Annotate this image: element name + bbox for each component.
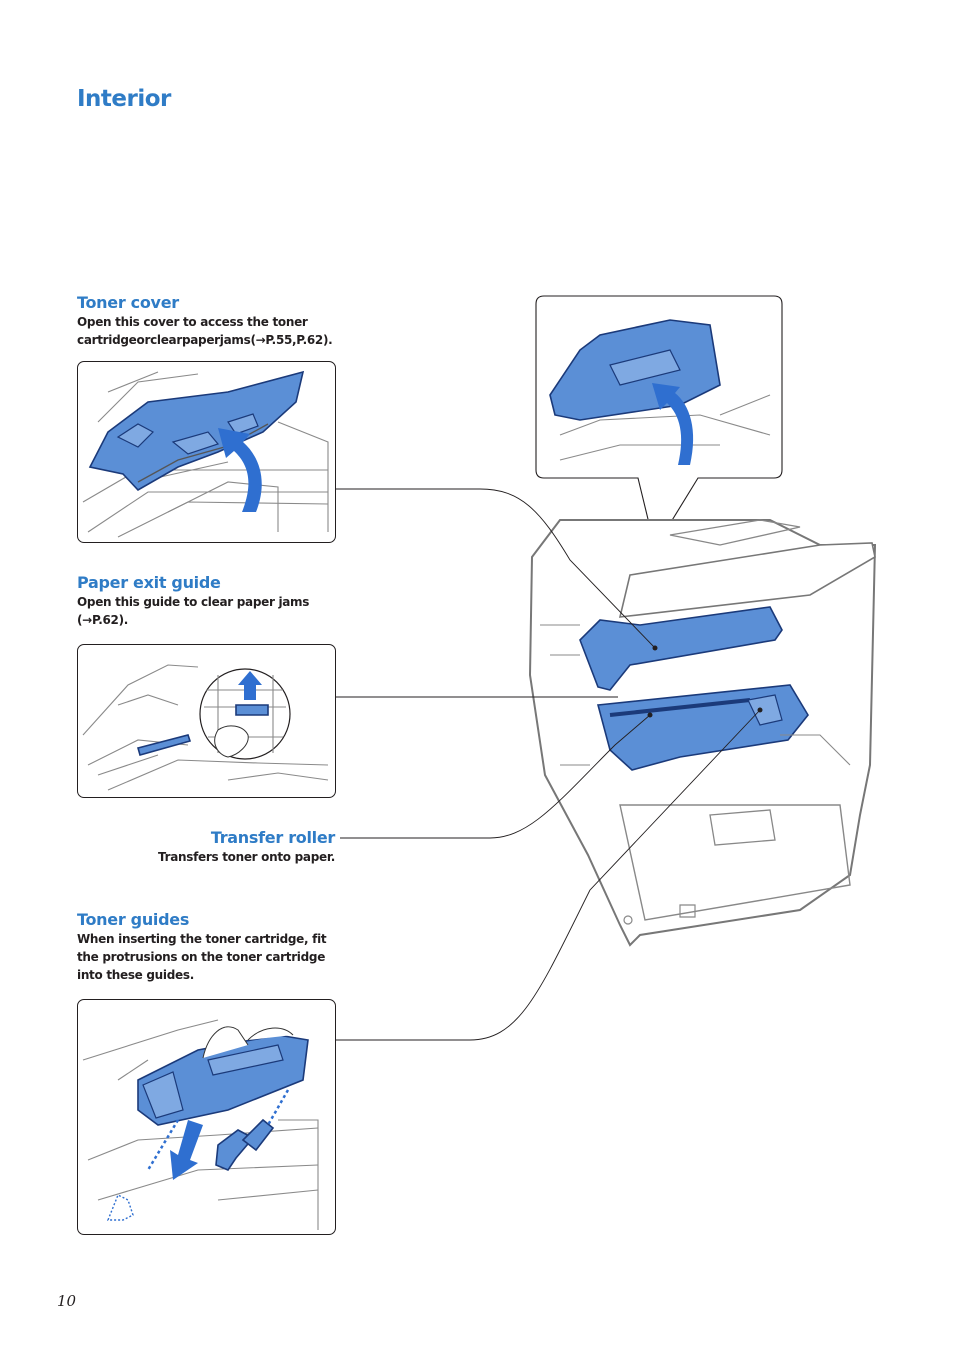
paper-exit-guide-illustration: [77, 644, 336, 798]
toner-guides-callout: Toner guides When inserting the toner ca…: [77, 910, 327, 984]
toner-guides-desc-line3: into these guides.: [77, 968, 194, 982]
transfer-roller-heading: Transfer roller: [210, 828, 335, 847]
down-arrow-icon: [170, 1120, 203, 1180]
up-arrow-icon: [238, 671, 262, 700]
page-number: 10: [57, 1292, 77, 1310]
toner-cover-callout: Toner cover Open this cover to access th…: [77, 293, 333, 349]
toner-cover-illustration: [77, 361, 336, 543]
paper-exit-guide-desc-line1: Open this guide to clear paper jams: [77, 595, 310, 609]
paper-exit-guide-heading: Paper exit guide: [77, 573, 221, 592]
toner-guides-desc-line1: When inserting the toner cartridge, fit: [77, 932, 327, 946]
transfer-roller-desc-line1: Transfers toner onto paper.: [158, 850, 335, 864]
paper-exit-guide-callout: Paper exit guide Open this guide to clea…: [77, 573, 309, 629]
page-title: Interior: [77, 86, 171, 112]
printer-illustration: [520, 295, 880, 950]
toner-guides-illustration: [77, 999, 336, 1235]
paper-exit-guide-desc-line2: (→P.62).: [77, 613, 129, 627]
toner-cover-desc-line2: cartridgeorclearpaperjams(→P.55,P.62).: [77, 333, 333, 347]
toner-guides-heading: Toner guides: [77, 910, 190, 929]
toner-cover-heading: Toner cover: [77, 293, 179, 312]
toner-cover-desc-line1: Open this cover to access the toner: [77, 315, 308, 329]
transfer-roller-callout: Transfer roller Transfers toner onto pap…: [100, 828, 335, 866]
toner-guides-desc-line2: the protrusions on the toner cartridge: [77, 950, 326, 964]
